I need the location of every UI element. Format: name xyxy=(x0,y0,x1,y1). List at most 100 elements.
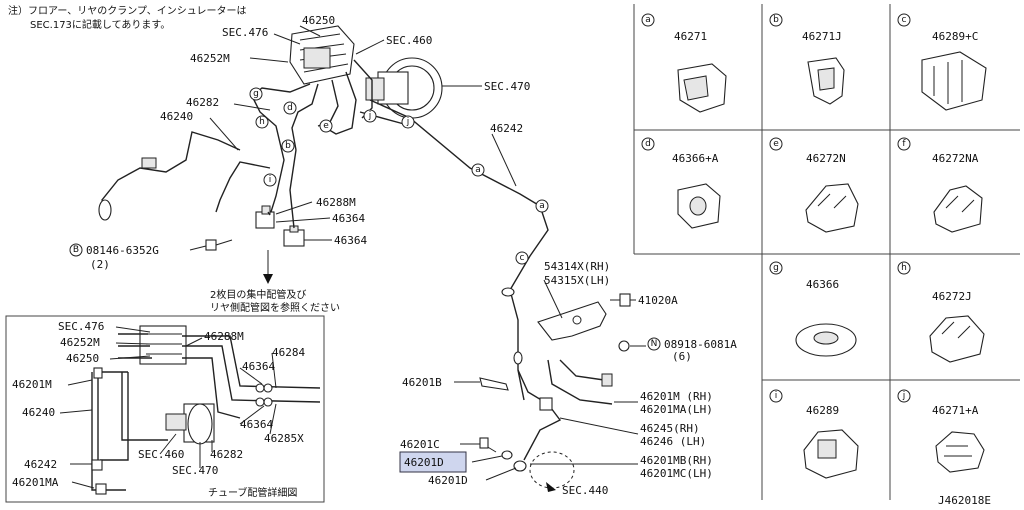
main-piping-drawing xyxy=(98,25,631,492)
parts-grid xyxy=(633,4,1020,500)
tube-detail-inset xyxy=(5,315,325,503)
route-marker: a xyxy=(471,163,485,177)
label-46246: 46246 (LH) xyxy=(640,435,706,448)
inset-label-46282: 46282 xyxy=(210,448,243,461)
diagram-id: J462018E xyxy=(938,494,991,507)
svg-text:46366: 46366 xyxy=(806,278,839,291)
route-marker: j xyxy=(363,109,377,123)
svg-text:a: a xyxy=(539,201,545,211)
svg-text:i: i xyxy=(269,175,272,185)
part-cell-f: f 46272NA xyxy=(897,137,983,233)
svg-text:h: h xyxy=(259,117,265,127)
inset-label-sec460: SEC.460 xyxy=(138,448,184,461)
connector-46364 xyxy=(283,225,305,247)
inset-label-46364-a: 46364 xyxy=(242,360,275,373)
svg-text:c: c xyxy=(902,15,907,25)
svg-text:46272NA: 46272NA xyxy=(932,152,979,165)
route-marker: g xyxy=(249,87,263,101)
svg-text:b: b xyxy=(773,15,779,25)
part-cell-j: j 46271+A xyxy=(897,389,985,473)
route-marker: c xyxy=(515,251,529,265)
label-46364-a: 46364 xyxy=(332,212,365,225)
label-46201mc: 46201MC(LH) xyxy=(640,467,713,480)
label-54315x: 54315X(LH) xyxy=(544,274,610,287)
main-labels: SEC.476 46250 SEC.460 46252M SEC.470 462… xyxy=(69,14,737,497)
inset-label-46242: 46242 xyxy=(24,458,57,471)
svg-text:i: i xyxy=(775,391,778,401)
label-46201m: 46201M (RH) xyxy=(640,390,713,403)
inset-label-46250: 46250 xyxy=(66,352,99,365)
svg-text:e: e xyxy=(323,121,329,131)
part-cell-g: g 46366 xyxy=(769,261,857,357)
svg-text:a: a xyxy=(475,165,481,175)
ref-note-1: 2枚目の集中配管及び xyxy=(210,288,306,301)
inset-label-46201ma: 46201MA xyxy=(12,476,59,489)
svg-text:e: e xyxy=(773,139,779,149)
label-46245: 46245(RH) xyxy=(640,422,700,435)
label-46250: 46250 xyxy=(302,14,335,27)
svg-text:46289+C: 46289+C xyxy=(932,30,978,43)
part-cell-i: i 46289 xyxy=(769,389,859,479)
label-41020a: 41020A xyxy=(638,294,678,307)
label-sec470: SEC.470 xyxy=(484,80,530,93)
label-46242: 46242 xyxy=(490,122,523,135)
svg-text:j: j xyxy=(368,111,372,121)
label-46201mb: 46201MB(RH) xyxy=(640,454,713,467)
part-cell-a: a 46271 xyxy=(641,13,727,113)
svg-text:46271J: 46271J xyxy=(802,30,842,43)
svg-text:d: d xyxy=(287,103,293,113)
cell-letter: a xyxy=(645,15,651,25)
label-46252m: 46252M xyxy=(190,52,230,65)
label-46201ma: 46201MA(LH) xyxy=(640,403,713,416)
inset-label-46201m: 46201M xyxy=(12,378,52,391)
ref-note-2: リヤ側配管図を参照ください xyxy=(210,301,340,314)
note-line-1: 注）フロアー、リヤのクランプ、インシュレーターは xyxy=(8,4,247,17)
inset-labels: SEC.476 46252M 46250 46288M 46284 46364 … xyxy=(12,320,305,499)
inset-label-46284: 46284 xyxy=(272,346,305,359)
part-cell-b: b 46271J xyxy=(769,13,845,105)
label-bolt-qty: (2) xyxy=(90,258,110,271)
part-cell-h: h 46272J xyxy=(897,261,985,363)
inset-label-46285x: 46285X xyxy=(264,432,304,445)
nut-marker: N xyxy=(651,339,658,349)
label-sec460: SEC.460 xyxy=(386,34,432,47)
svg-text:d: d xyxy=(645,139,651,149)
route-marker: i xyxy=(263,173,277,187)
leader-lines xyxy=(189,25,646,481)
bolt-marker: B xyxy=(73,245,79,255)
brake-booster xyxy=(365,57,443,119)
label-46201c: 46201C xyxy=(400,438,440,451)
inset-label-sec470: SEC.470 xyxy=(172,464,218,477)
route-marker: h xyxy=(255,115,269,129)
svg-text:f: f xyxy=(902,139,906,149)
label-nut: 08918-6081A xyxy=(664,338,737,351)
bolt-08146 xyxy=(205,239,233,251)
highlight-46201d xyxy=(399,451,467,473)
svg-text:h: h xyxy=(901,263,907,273)
label-46240: 46240 xyxy=(160,110,193,123)
label-46201d-highlighted: 46201D xyxy=(404,456,444,469)
part-cell-d: d 46366+A xyxy=(641,137,721,229)
route-markers: g d h e b i j j a a c xyxy=(249,87,549,265)
inset-label-46364-b: 46364 xyxy=(240,418,273,431)
label-46201d: 46201D xyxy=(428,474,468,487)
svg-text:c: c xyxy=(520,253,525,263)
route-marker: b xyxy=(281,139,295,153)
route-marker: e xyxy=(319,119,333,133)
label-bolt: 08146-6352G xyxy=(86,244,159,257)
label-46364-b: 46364 xyxy=(334,234,367,247)
label-46282: 46282 xyxy=(186,96,219,109)
label-54314x: 54314X(RH) xyxy=(544,260,610,273)
label-nut-qty: (6) xyxy=(672,350,692,363)
svg-text:b: b xyxy=(285,141,291,151)
route-marker: d xyxy=(283,101,297,115)
label-46201b: 46201B xyxy=(402,376,442,389)
svg-text:j: j xyxy=(406,117,410,127)
abs-actuator-block xyxy=(289,25,355,85)
svg-text:46366+A: 46366+A xyxy=(672,152,719,165)
inset-label-46252m: 46252M xyxy=(60,336,100,349)
svg-text:j: j xyxy=(902,391,906,401)
inset-label-sec476: SEC.476 xyxy=(58,320,104,333)
label-sec476: SEC.476 xyxy=(222,26,268,39)
inset-label-46240: 46240 xyxy=(22,406,55,419)
